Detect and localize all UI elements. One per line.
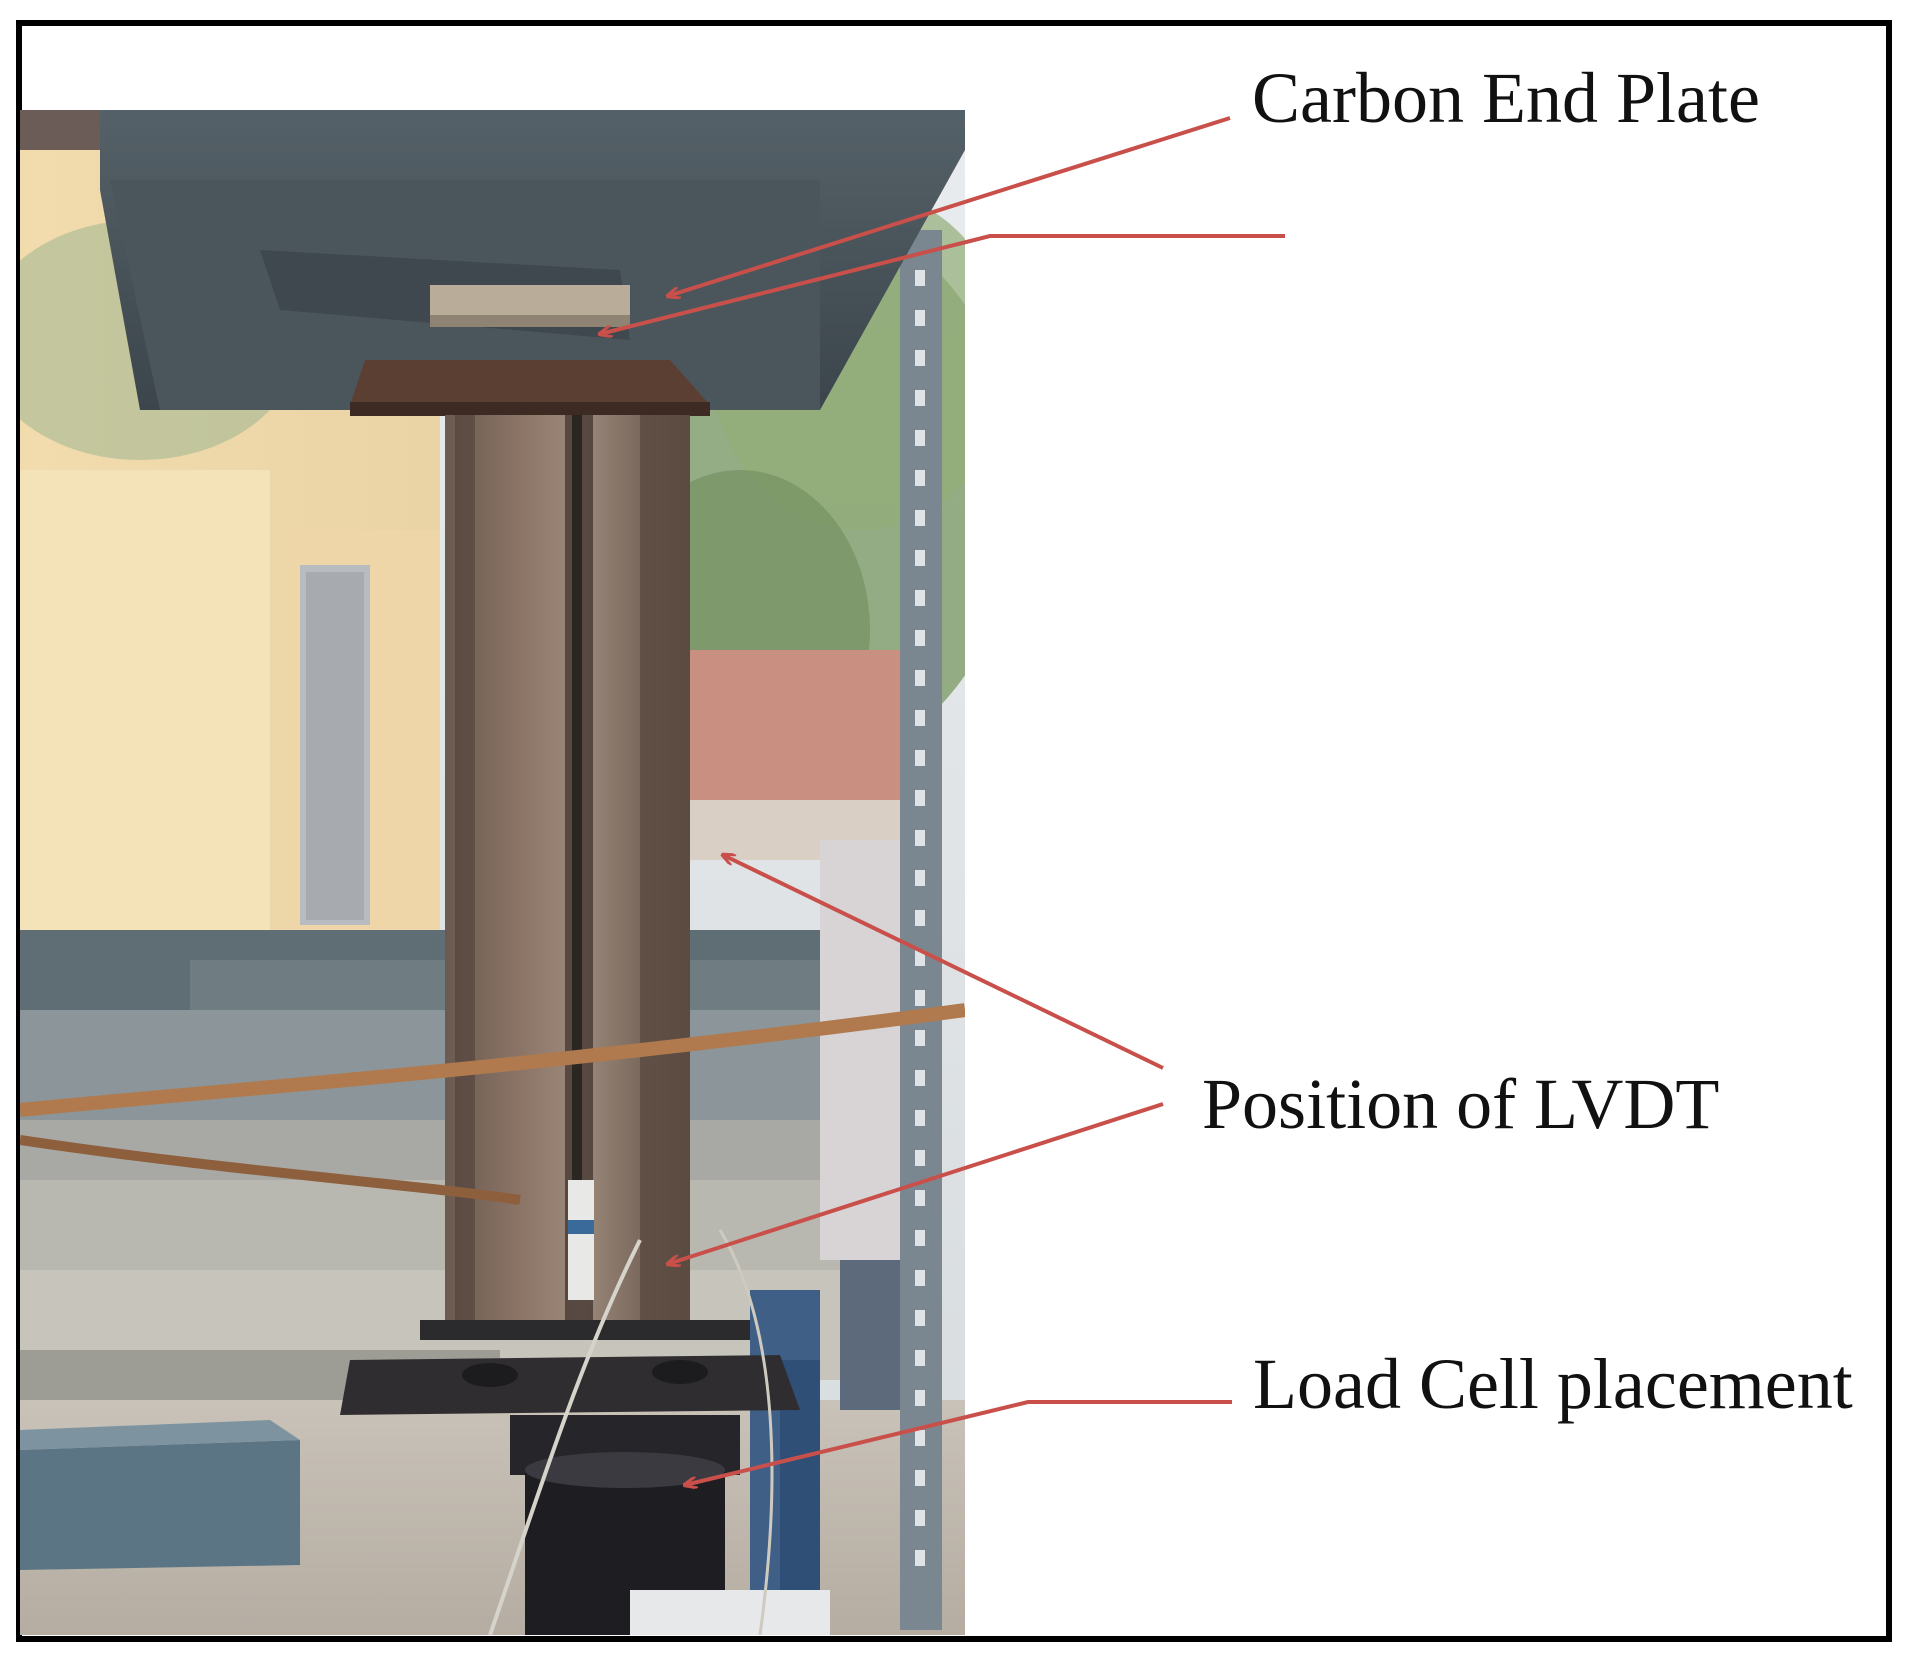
load-cell-arrow	[685, 1400, 1232, 1485]
test-setup-photo	[20, 110, 965, 1635]
label-position-of-lvdt: Position of LVDT	[1202, 1064, 1720, 1144]
label-load-cell-placement: Load Cell placement	[1253, 1344, 1853, 1424]
lvdt-arrows	[668, 855, 1164, 1264]
carbon-end-plate-arrows	[600, 116, 1285, 334]
label-carbon-end-plate: Carbon End Plate	[1252, 58, 1760, 138]
